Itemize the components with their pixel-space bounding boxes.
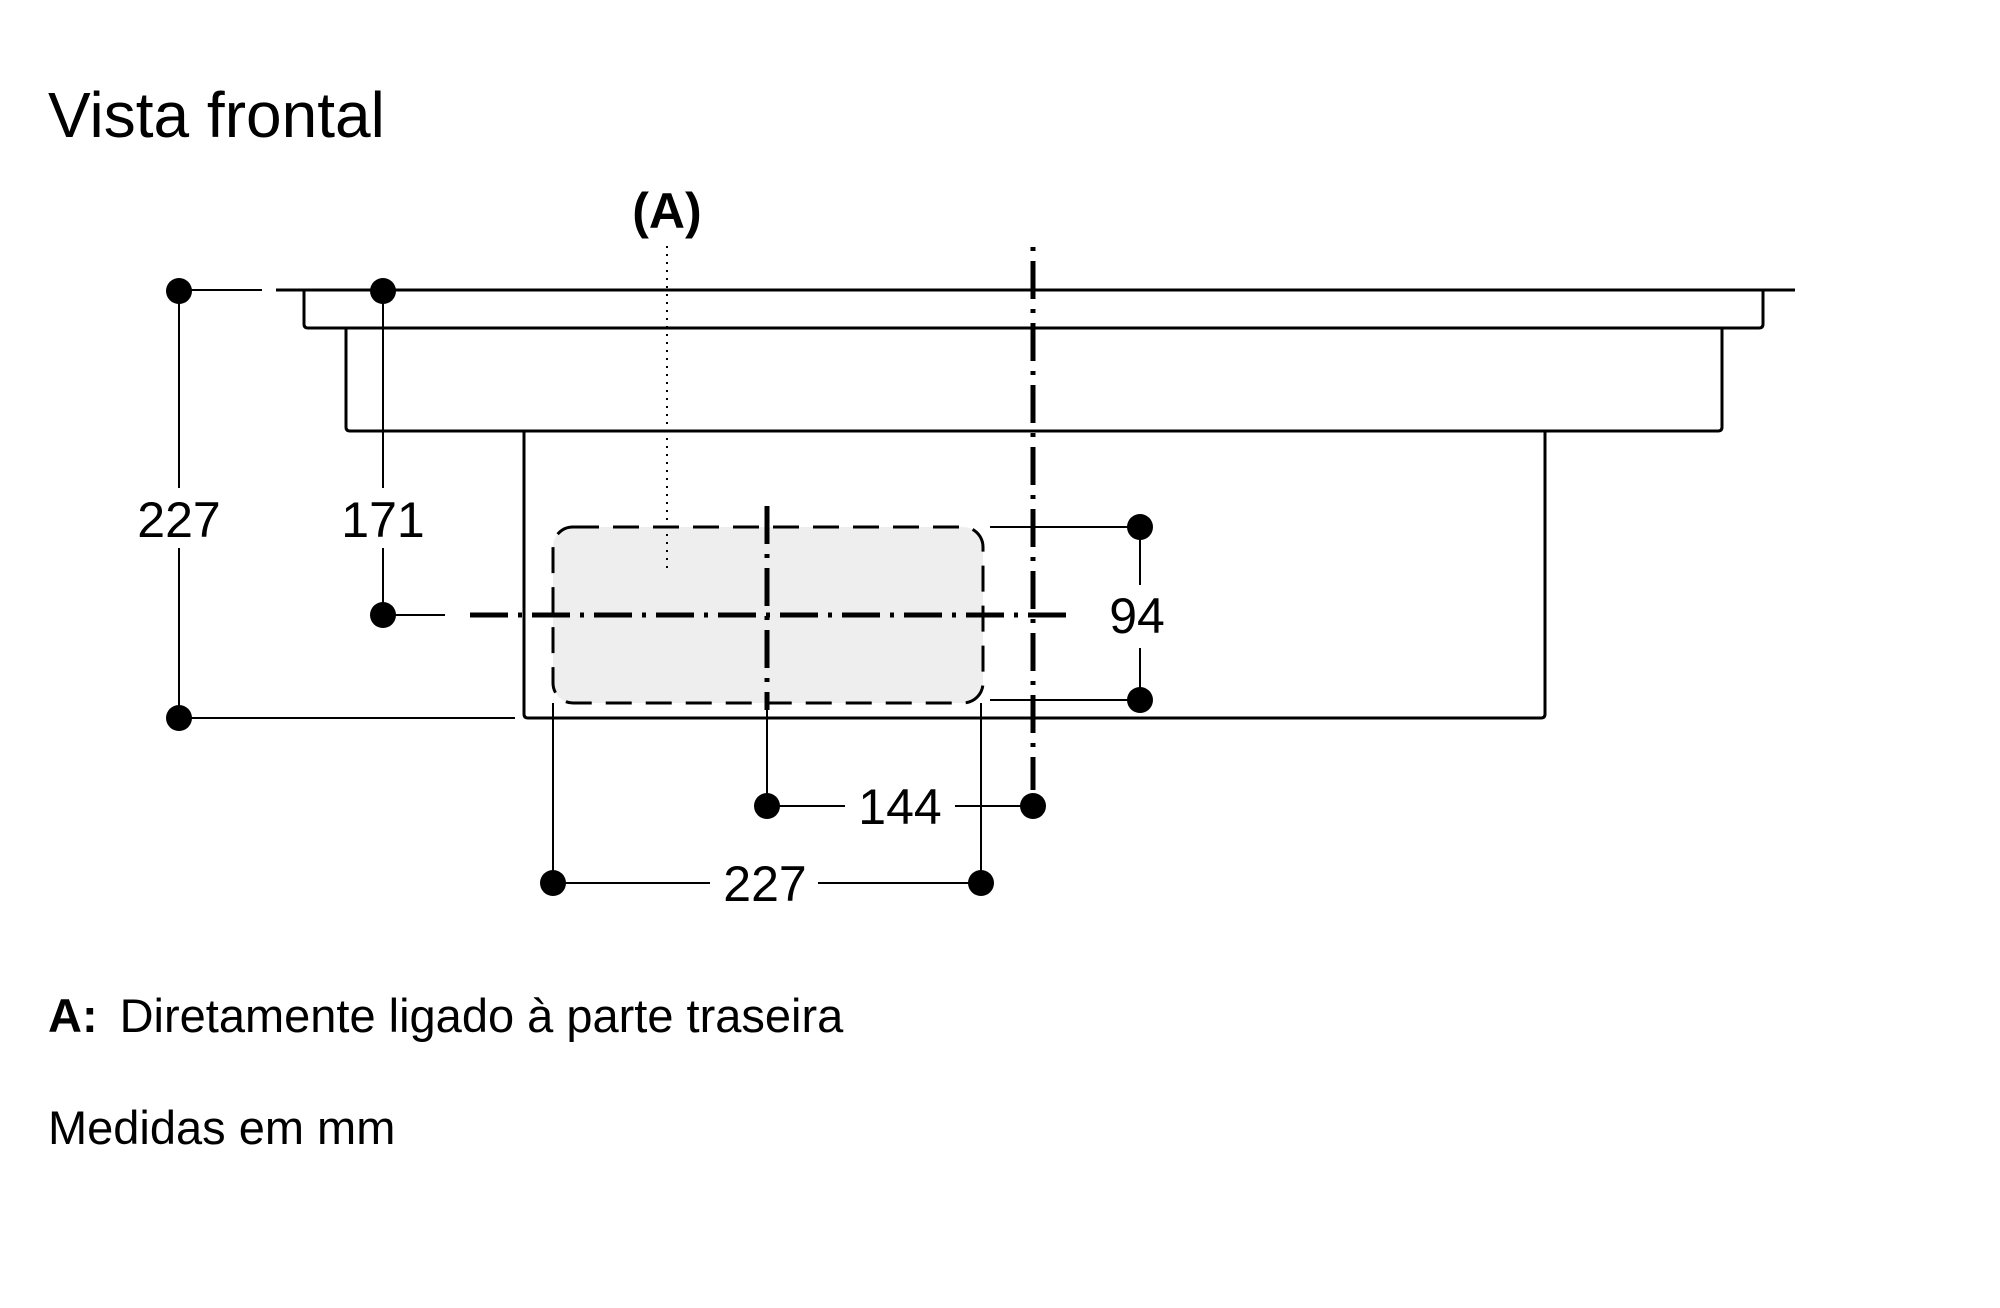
dimension-dot [166,705,192,731]
hob-body [344,328,1724,433]
dimension-dot [1127,514,1153,540]
legend-a: A: Diretamente ligado à parte traseira [48,988,843,1043]
page-title: Vista frontal [48,79,385,151]
dim-label-center-height: 171 [341,492,424,548]
dimension-dot [1127,687,1153,713]
legend-text: Diretamente ligado à parte traseira [119,989,844,1042]
dimension-dot [754,793,780,819]
callout-a: (A) [632,183,701,239]
dimension-dot [968,870,994,896]
legend-key: A: [48,989,98,1042]
dim-label-opening-height: 94 [1109,588,1165,644]
dimension-dot [540,870,566,896]
dim-label-total-height: 227 [137,492,220,548]
dim-label-opening-width: 227 [723,856,806,912]
units-note: Medidas em mm [48,1101,396,1154]
dimension-dot [166,278,192,304]
dim-label-center-offset: 144 [858,779,941,835]
dimension-dot [370,602,396,628]
dimension-dot [370,278,396,304]
dimension-dot [1020,793,1046,819]
